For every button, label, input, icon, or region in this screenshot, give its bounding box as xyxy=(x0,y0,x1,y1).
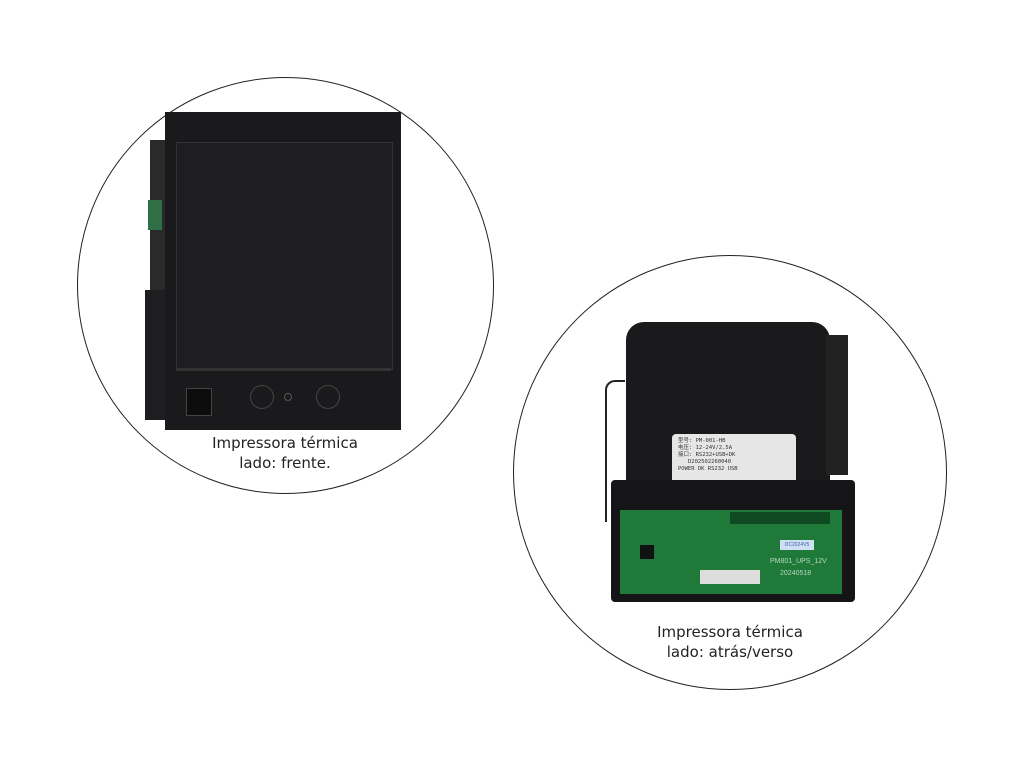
side-bracket xyxy=(826,335,848,475)
board-sticker: DC2024V5 xyxy=(780,540,814,550)
label-ports: POWER DK RS232 USB xyxy=(678,466,738,472)
board-date: 20240518 xyxy=(780,570,812,577)
led-indicator-icon xyxy=(284,393,292,401)
back-caption-line1: Impressora térmica xyxy=(657,623,803,641)
power-switch-icon xyxy=(186,388,212,416)
board-chip xyxy=(640,545,654,559)
control-board: DC2024V5 PM801_UPS_12V 20240518 xyxy=(620,510,842,594)
front-caption: Impressora térmica lado: frente. xyxy=(185,433,385,473)
cable-wire xyxy=(605,380,625,522)
pcb-edge xyxy=(148,200,162,230)
label-voltage: 电压: 12-24V/2.5A xyxy=(678,445,733,451)
ribbon-connector xyxy=(700,570,760,584)
feed-button-icon xyxy=(250,385,274,409)
board-connector xyxy=(730,512,830,524)
paper-slot xyxy=(176,368,391,371)
label-model: 型号: PM-001-HB xyxy=(678,438,726,444)
paper-door xyxy=(176,142,393,370)
label-serial: D202502260040 xyxy=(688,459,732,465)
back-caption: Impressora térmica lado: atrás/verso xyxy=(630,622,830,662)
board-name: PM801_UPS_12V xyxy=(770,558,827,565)
back-caption-line2: lado: atrás/verso xyxy=(666,643,794,661)
settings-button-icon xyxy=(316,385,340,409)
front-caption-line1: Impressora térmica xyxy=(212,434,358,452)
label-interface: 接口: RS232+USB+DK xyxy=(678,452,736,458)
front-caption-line2: lado: frente. xyxy=(239,454,331,472)
